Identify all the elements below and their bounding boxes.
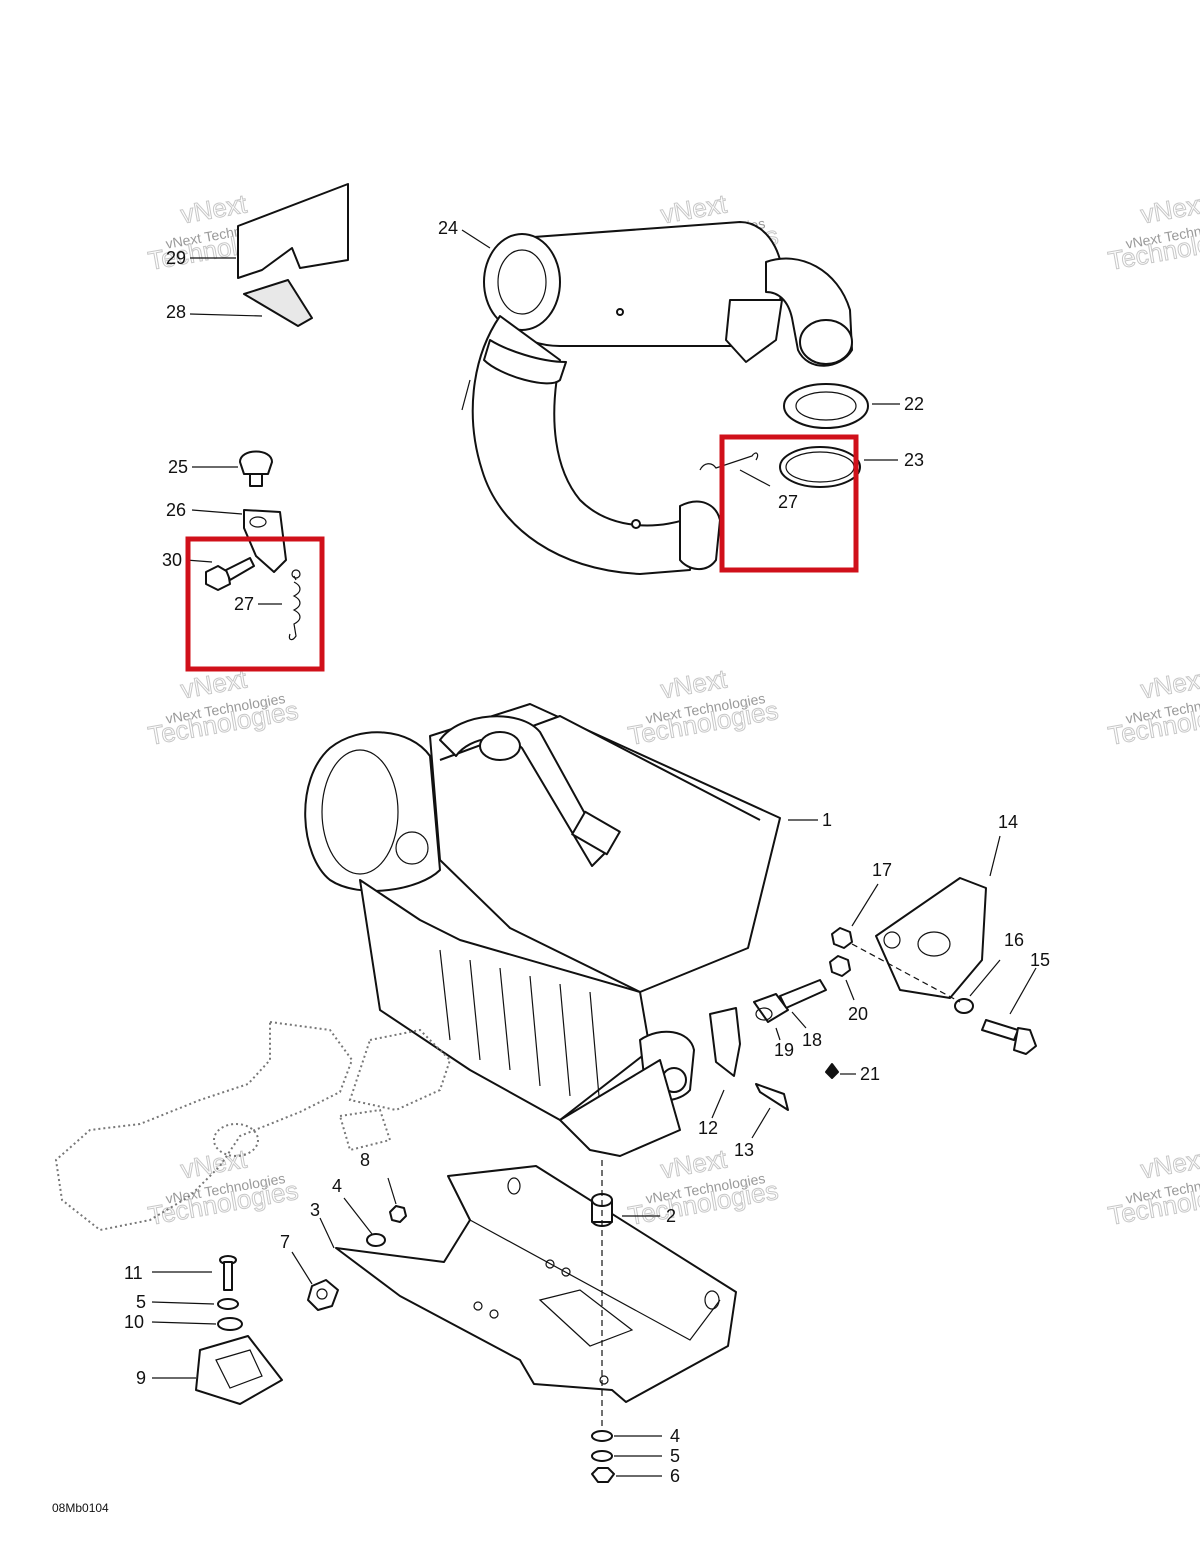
callout-2: 2	[666, 1206, 676, 1226]
callout-22: 22	[904, 394, 924, 414]
washer-16[interactable]	[954, 998, 974, 1014]
callout-6: 6	[670, 1466, 680, 1486]
mount-bracket-9[interactable]	[195, 1335, 283, 1405]
heat-shield-28[interactable]	[243, 279, 313, 327]
callout-14: 14	[998, 812, 1018, 832]
callout-17: 17	[872, 860, 892, 880]
watermark-8: vNext vNext Technologies Technologies	[625, 1143, 781, 1232]
gasket-22[interactable]	[783, 383, 869, 429]
callout-11: 11	[124, 1263, 143, 1283]
callout-27-muffler: 27	[778, 492, 798, 512]
nut-6[interactable]	[591, 1467, 615, 1483]
callout-28: 28	[166, 302, 186, 322]
callout-18: 18	[802, 1030, 822, 1050]
callout-23: 23	[904, 450, 924, 470]
nut-8[interactable]	[389, 1205, 407, 1223]
plug-21[interactable]	[825, 1063, 839, 1079]
callout-4-bottom: 4	[670, 1426, 680, 1446]
muffler-24[interactable]	[461, 221, 853, 575]
stud-18[interactable]	[779, 979, 827, 1009]
watermark-6: vNext vNext Technologies Technologies	[1105, 663, 1200, 752]
bolt-11[interactable]	[219, 1255, 237, 1291]
spacer-2[interactable]	[591, 1160, 613, 1440]
engine-1[interactable]	[304, 703, 781, 1157]
callout-20: 20	[848, 1004, 868, 1024]
callout-3: 3	[310, 1200, 320, 1220]
watermark-3: vNext vNext Technologies Technologies	[1105, 188, 1200, 277]
callout-30: 30	[162, 550, 182, 570]
nut-20[interactable]	[829, 955, 851, 977]
heat-shield-29[interactable]	[237, 183, 349, 279]
bolt-15[interactable]	[981, 1019, 1037, 1055]
lock-washer-5-bottom[interactable]	[591, 1450, 613, 1462]
diagram-code: 08Mb0104	[52, 1501, 109, 1515]
watermark-7: vNext vNext Technologies Technologies	[145, 1143, 301, 1232]
spring-27-muffler[interactable]	[699, 452, 759, 471]
bracket-12[interactable]	[709, 1007, 741, 1077]
flat-washer-4-top[interactable]	[366, 1233, 386, 1247]
callout-21: 21	[860, 1064, 880, 1084]
rubber-mount-7[interactable]	[307, 1279, 339, 1311]
callout-5-left: 5	[136, 1292, 146, 1312]
callout-25: 25	[168, 457, 188, 477]
highlight-box-left	[185, 536, 325, 672]
callout-15: 15	[1030, 950, 1050, 970]
rubber-stopper-25[interactable]	[239, 450, 273, 487]
callout-27-left: 27	[234, 594, 254, 614]
callout-10: 10	[124, 1312, 144, 1332]
bolt-30[interactable]	[205, 557, 255, 591]
callout-16: 16	[1004, 930, 1024, 950]
nut-17[interactable]	[831, 927, 853, 949]
callout-4-top: 4	[332, 1176, 342, 1196]
spacer-19[interactable]	[753, 993, 789, 1023]
bolt-13[interactable]	[755, 1083, 789, 1111]
callout-19: 19	[774, 1040, 794, 1060]
callout-9: 9	[136, 1368, 146, 1388]
callout-numbers: 29 28 24 22 23 27 25 26 30 27 1 14 17 16…	[124, 218, 1050, 1486]
callout-5-bottom: 5	[670, 1446, 680, 1466]
spring-27-left[interactable]	[288, 569, 301, 641]
callout-1: 1	[822, 810, 832, 830]
callout-7: 7	[280, 1232, 290, 1252]
highlight-box-right	[719, 434, 859, 573]
callout-26: 26	[166, 500, 186, 520]
watermark-5: vNext vNext Technologies Technologies	[625, 663, 781, 752]
callout-8: 8	[360, 1150, 370, 1170]
watermark-9: vNext vNext Technologies Technologies	[1105, 1143, 1200, 1232]
lock-washer-5-left[interactable]	[217, 1298, 239, 1310]
engine-plate-3[interactable]	[335, 1165, 737, 1403]
flat-washer-4-bottom[interactable]	[591, 1430, 613, 1442]
exhaust-manifold-dotted	[54, 1020, 452, 1232]
seal-ring-23[interactable]	[779, 446, 861, 488]
callout-24: 24	[438, 218, 458, 238]
callout-12: 12	[698, 1118, 718, 1138]
plate-14[interactable]	[875, 877, 987, 999]
leader-lines	[151, 229, 1037, 1477]
callout-13: 13	[734, 1140, 754, 1160]
flat-washer-10[interactable]	[217, 1317, 243, 1331]
callout-29: 29	[166, 248, 186, 268]
